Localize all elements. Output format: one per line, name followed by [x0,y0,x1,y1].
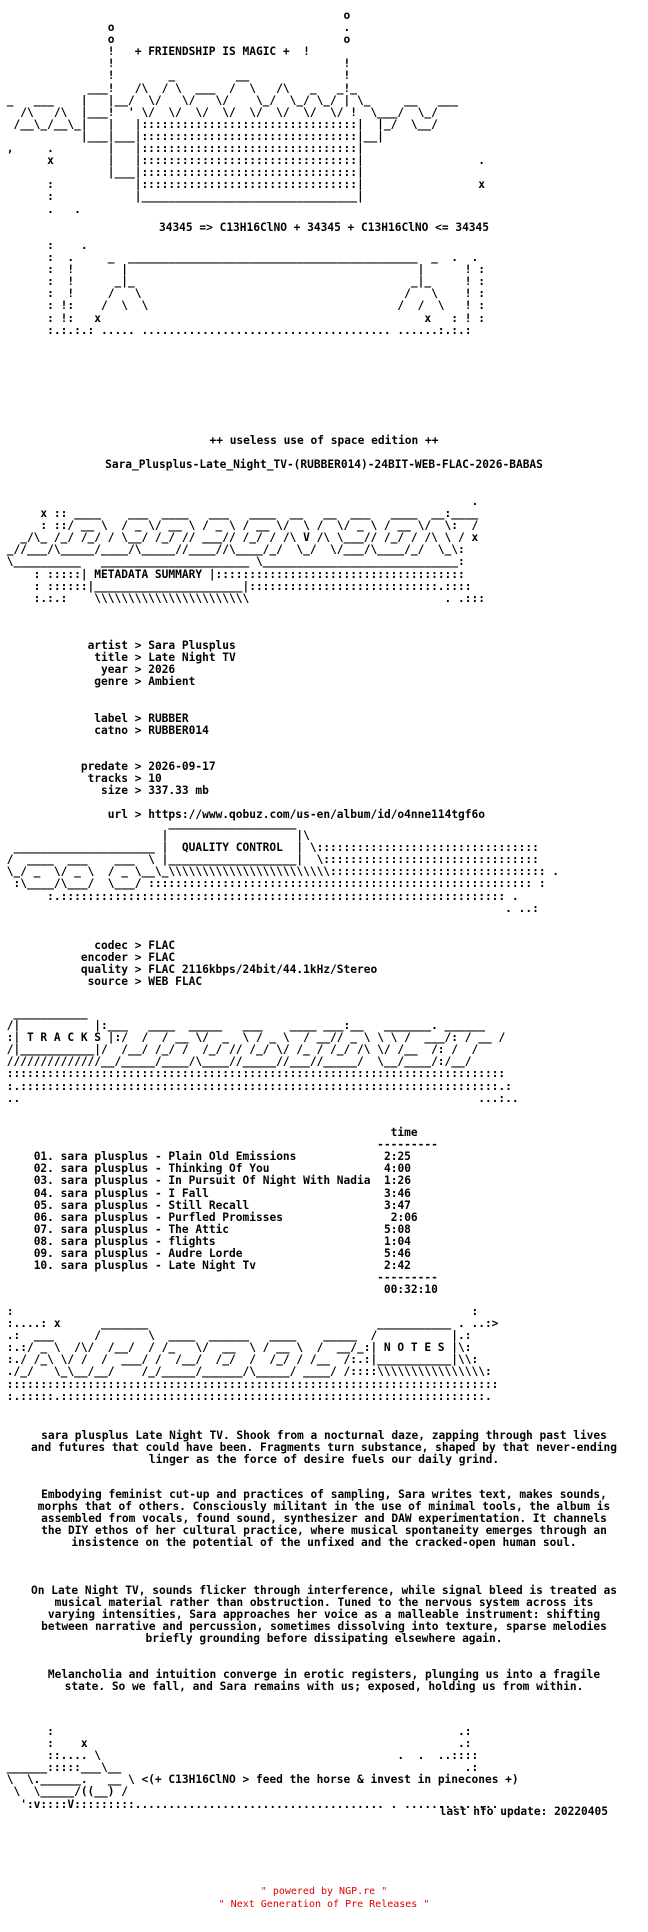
encoder-value: FLAC [148,951,176,965]
release-name: Sara_Plusplus-Late_Night_TV-(RUBBER014)-… [105,458,543,471]
track-name: sara plusplus - Still Recall [60,1198,250,1212]
track-name: sara plusplus - The Attic [60,1222,230,1236]
track-time: 4:00 [383,1162,411,1176]
track-row: 10. sara plusplus - Late Night Tv 2:42 [33,1259,411,1273]
track-row: 01. sara plusplus - Plain Old Emissions … [33,1150,411,1164]
closing-art: : .: : x .: ::.... \ . . [6,1725,519,1811]
track-name: sara plusplus - flights [60,1234,216,1248]
footer: " powered by NGP.re " " Next Generation … [0,1885,648,1911]
metadata-banner-art: . x :: ____ ___ ____ ___ ____ __ __ ___ … [6,495,485,605]
title-value: Late Night TV [148,651,236,665]
metadata-block: artist > Sara Plusplus title > Late Nigh… [80,639,485,822]
quality-block: codec > FLAC encoder > FLAC quality > FL… [80,939,378,989]
track-time: 2:25 [383,1150,411,1164]
url-value[interactable]: https://www.qobuz.com/us-en/album/id/o4n… [148,808,485,822]
edition: ++ useless use of space edition ++ [209,434,439,447]
time-header: time [390,1126,418,1140]
tracks-value: 10 [148,772,162,786]
notes-paragraph-2: Embodying feminist cut-up and practices … [37,1488,611,1550]
label-value: RUBBER [148,711,189,725]
codec-value: FLAC [148,939,176,953]
track-row: 05. sara plusplus - Still Recall 3:47 [33,1198,411,1212]
genre-value: Ambient [148,675,196,689]
track-row: 09. sara plusplus - Audre Lorde 5:46 [33,1247,411,1261]
track-row: 08. sara plusplus - flights 1:04 [33,1234,411,1248]
total-time: 00:32:10 [383,1283,438,1297]
formula: 34345 => C13H16ClNO + 34345 + C13H16ClNO… [158,221,490,234]
quality-value: FLAC 2116kbps/24bit/44.1kHz/Stereo [148,963,378,977]
track-time: 2:42 [383,1259,411,1273]
metadata-section-title: METADATA SUMMARY [94,567,203,581]
header-frame-art: : . : . _ ______________________________… [47,239,485,337]
track-name: sara plusplus - In Pursuit Of Night With… [60,1174,371,1188]
notes-paragraph-1: sara plusplus Late Night TV. Shook from … [31,1429,617,1467]
tracks-section-title: T R A C K S [26,1031,102,1045]
tracklist: time --------- 01. sara plusplus - Plain… [0,1126,438,1297]
ngp-tagline: " Next Generation of Pre Releases " [218,1899,430,1910]
track-name: sara plusplus - I Fall [60,1186,209,1200]
formula-line: 34345 => C13H16ClNO + 34345 + C13H16ClNO… [0,221,648,234]
quality-banner-art: ___________________ | |\ _______________… [6,817,560,915]
last-update-line: last nfo update: 20220405 [0,1805,608,1818]
catno-value: RUBBER014 [148,723,209,737]
track-row: 03. sara plusplus - In Pursuit Of Night … [33,1174,411,1188]
track-row: 02. sara plusplus - Thinking Of You 4:00 [33,1162,411,1176]
track-name: sara plusplus - Late Night Tv [60,1259,256,1273]
track-name: sara plusplus - Purfled Promisses [60,1210,283,1224]
track-time: 5:08 [383,1222,411,1236]
tracks-banner-art: ___________ /| |:___ ____ _____ ___ ____… [6,1007,519,1105]
header-art: o o . o o ! + FRIENDSHIP IS MAGIC + ! ! [6,9,485,216]
track-time: 3:46 [383,1186,411,1200]
year-value: 2026 [148,663,176,677]
notes-paragraph-3: On Late Night TV, sounds flicker through… [31,1584,617,1646]
track-row: 07. sara plusplus - The Attic 5:08 [33,1222,411,1236]
track-row: 04. sara plusplus - I Fall 3:46 [33,1186,411,1200]
notes-paragraph-4: Melancholia and intuition converge in er… [47,1668,601,1694]
source-value: WEB FLAC [148,975,203,989]
closing-tagline: <(+ C13H16ClNO > feed the horse & invest… [141,1773,519,1787]
quality-section-title: QUALITY CONTROL [181,841,283,855]
release-line: Sara_Plusplus-Late_Night_TV-(RUBBER014)-… [0,458,648,471]
size-value: 337.33 mb [148,784,209,798]
track-name: sara plusplus - Audre Lorde [60,1247,243,1261]
last-update: last nfo update: 20220405 [439,1805,608,1818]
edition-line: ++ useless use of space edition ++ [0,434,648,447]
track-name: sara plusplus - Thinking Of You [60,1162,270,1176]
artist-value: Sara Plusplus [148,639,236,653]
track-name: sara plusplus - Plain Old Emissions [60,1150,297,1164]
track-time: 1:26 [383,1174,411,1188]
notes-banner-art: : : :....: x _______ ___________ . ..:> … [6,1305,499,1403]
track-row: 06. sara plusplus - Purfled Promisses 2:… [33,1210,418,1224]
track-time: 2:06 [390,1210,418,1224]
friendship-banner: + FRIENDSHIP IS MAGIC + [134,45,290,59]
track-time: 5:46 [383,1247,411,1261]
track-time: 3:47 [383,1198,411,1212]
notes-section-title: N O T E S [383,1341,445,1355]
predate-value: 2026-09-17 [148,760,216,774]
track-time: 1:04 [383,1234,411,1248]
powered-by: " powered by NGP.re " [260,1886,388,1897]
